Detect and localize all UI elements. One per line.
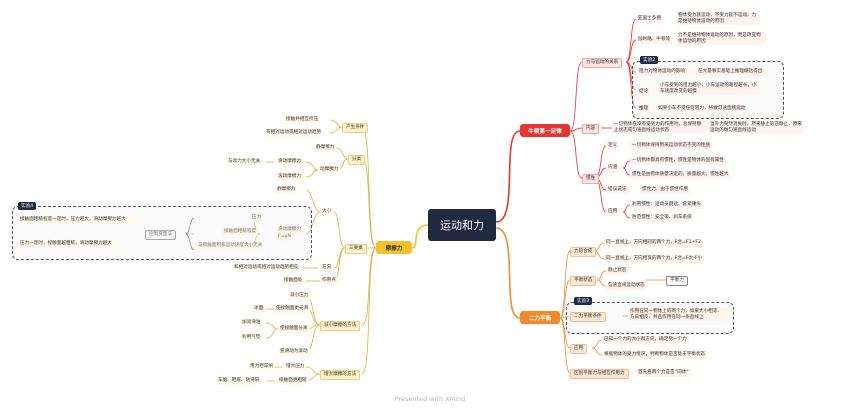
topic-aristotle[interactable]: 亚里士多德 (636, 15, 663, 23)
topic-reduce-smooth-example[interactable]: 冰面 (252, 305, 266, 313)
topic-size-roughness[interactable]: 接触面粗糙程度 (222, 228, 259, 236)
branch-friction[interactable]: 摩擦力 (376, 241, 412, 254)
topic-inertia[interactable]: 惯性 (582, 174, 600, 184)
topic-experiment-4-conclusion-2[interactable]: 压力一定时，接触面越粗糙，滑动摩擦力越大 (18, 240, 114, 248)
topic-balance-application[interactable]: 应用 (570, 344, 588, 354)
topic-inertia-use-1[interactable]: 利用惯性：运动员跳远、套紧锤头 (630, 201, 703, 209)
topic-force-composition[interactable]: 力的合成 (570, 247, 597, 257)
topic-application-1[interactable]: 已知一个力的大小和方向，确定另一个力 (602, 336, 689, 344)
topic-static-friction[interactable]: 静摩擦力 (314, 144, 337, 152)
topic-inertia-nature-2[interactable]: 惯性是由物体质量决定的，质量越大，惯性越大 (630, 171, 731, 179)
topic-balance-vs-interaction-detail[interactable]: 首先看两个力是否“同体” (636, 369, 691, 377)
topic-reduce-lubricant[interactable]: 加润滑油 (240, 319, 263, 327)
topic-balance-vs-interaction[interactable]: 区别平衡力与相互作用力 (570, 369, 629, 379)
topic-composition-opposite-dir[interactable]: 同一直线上，方向相反的两个力，F合=F大-F小 (604, 255, 705, 263)
topic-size-static[interactable]: 静摩擦力 (275, 186, 298, 194)
topic-inertia-nature[interactable]: 内涵 (606, 164, 620, 172)
experiment-4-tag: 实验4 (18, 202, 37, 210)
topic-resistance-effect[interactable]: 阻力对物体运动的影响 (637, 68, 687, 76)
experiment-2-tag: 实验2 (640, 56, 659, 64)
topic-point-detail[interactable]: 接触面处 (282, 277, 305, 285)
root-topic[interactable]: 运动和力 (428, 209, 496, 241)
topic-resistance-method[interactable]: 在大量事实基础上推理概括得出 (696, 68, 765, 76)
topic-inertia-use[interactable]: 应用 (606, 208, 620, 216)
topic-size-formula[interactable]: F=μN (276, 233, 293, 241)
topic-state-uniform-motion[interactable]: 匀速直线运动状态 (606, 282, 647, 290)
topic-application-2[interactable]: 根据物体的受力情况，判断物体是否处于平衡状态 (602, 351, 708, 359)
topic-inference-detail[interactable]: 如果小车不受任何阻力，将做匀速直线运动 (656, 105, 748, 113)
topic-reduce-smooth[interactable]: 使接触面更光滑 (274, 305, 311, 313)
topic-rolling-friction[interactable]: 滚动摩擦力 (276, 173, 303, 181)
topic-direction-detail[interactable]: 和相对运动或相对运动趋势相反 (232, 264, 301, 272)
topic-composition-same-dir[interactable]: 同一直线上，方向相同的两个力，F合=F1+F2 (604, 239, 703, 247)
topic-content[interactable]: 内容 (582, 124, 600, 134)
topic-experiment-4-conclusion-1[interactable]: 接触面粗糙程度一定时，压力越大，滑动摩擦力越大 (18, 216, 140, 224)
topic-sliding-friction[interactable]: 滑动摩擦力 (276, 158, 303, 166)
topic-galileo-newton[interactable]: 伽利略、牛顿等 (636, 36, 673, 44)
xmind-footer: Presented with XMind (394, 395, 466, 403)
topic-galileo-view[interactable]: 力不是维持物体运动的原因，而是改变物体运动的原因 (676, 32, 766, 46)
topic-three-elements[interactable]: 三要素 (345, 244, 367, 254)
topic-increase-rough-example[interactable]: 车胎、鞋底、防滑链 (216, 377, 262, 385)
branch-newton-first-law[interactable]: 牛顿第一定律 (520, 124, 570, 137)
topic-conclusion-detail[interactable]: 小车受到的阻力越小，小车运动的路程越长，小车速度改变的越慢 (658, 82, 760, 96)
topic-reduce-friction[interactable]: 减小摩擦的方法 (320, 321, 361, 331)
topic-reduce-rolling[interactable]: 变滑动为滚动 (278, 348, 310, 356)
topic-increase-pressure-example[interactable]: 用力捏车闸 (248, 363, 275, 371)
topic-balance-condition[interactable]: 二力平衡条件 (570, 312, 606, 322)
topic-content-law[interactable]: 一切物体在没有受到力的作用时，总保持静止状态或匀速直线运动状态 (612, 121, 706, 135)
topic-aristotle-view[interactable]: 物体受力就运动，不受力就不运动，力是维持物体运动的原因 (676, 12, 760, 26)
topic-increase-pressure[interactable]: 增大压力 (284, 363, 307, 371)
topic-inertia-definition-detail[interactable]: 一切物体保持原来运动状态不变的性质 (630, 142, 713, 150)
topic-inertia-wrong-detail[interactable]: 惯性力、由于惯性作用 (640, 186, 690, 194)
topic-balance-condition-detail[interactable]: 作用在同一物体上的两个力，如果大小相等、方向相反，并且作用在同一条直线上 (628, 308, 728, 322)
topic-inertia-nature-1[interactable]: 一切物体都具有惯性，惯性是物体的固有属性 (630, 157, 726, 165)
topic-increase-rough[interactable]: 接触面更粗糙 (277, 377, 309, 385)
topic-inertia-definition[interactable]: 定义 (606, 142, 620, 150)
topic-condition-relative-motion[interactable]: 有相对运动或相对运动趋势 (264, 129, 324, 137)
experiment-4-box (12, 206, 312, 260)
topic-reduce-separate[interactable]: 使接触面分离 (278, 325, 310, 333)
topic-content-note[interactable]: 当外力突然消失时，原来静止的还静止，原来运动的做匀速直线运动 (708, 121, 804, 135)
topic-reduce-air-cushion[interactable]: 利用气垫 (240, 334, 263, 342)
topic-friction-kinds[interactable]: 分类 (348, 155, 366, 165)
topic-inference[interactable]: 推理 (637, 105, 651, 113)
topic-size-independent[interactable]: 与接触面积和运动速度大小无关 (196, 242, 265, 250)
topic-equilibrium-state[interactable]: 平衡状态 (570, 276, 597, 286)
topic-condition-contact[interactable]: 接触并相互挤压 (284, 116, 321, 124)
topic-state-rest[interactable]: 静止状态 (606, 267, 629, 275)
topic-control-variables[interactable]: 控制变量法 (145, 230, 176, 240)
branch-two-force-balance[interactable]: 二力平衡 (520, 311, 560, 324)
topic-friction-size[interactable]: 大小 (320, 208, 334, 216)
topic-friction-condition[interactable]: 产生条件 (342, 123, 369, 133)
topic-force-motion-relation[interactable]: 力与运动的关系 (582, 58, 623, 68)
topic-friction-direction[interactable]: 方向 (320, 264, 334, 272)
topic-size-pressure[interactable]: 压力 (250, 214, 264, 222)
topic-conclusion[interactable]: 结论 (637, 88, 651, 96)
topic-size-sliding[interactable]: 滑动摩擦力 (276, 226, 303, 234)
topic-reduce-pressure[interactable]: 减小压力 (288, 292, 311, 300)
topic-inertia-use-2[interactable]: 防范惯性：安全带、刹车系统 (630, 214, 694, 222)
topic-sliding-note[interactable]: 与动力大小无关 (226, 158, 263, 166)
topic-kinetic-friction[interactable]: 动摩擦力 (318, 166, 341, 174)
topic-balanced-force[interactable]: 平衡力 (666, 276, 688, 286)
topic-friction-point[interactable]: 作用点 (320, 277, 338, 285)
topic-increase-friction[interactable]: 增大摩擦的方法 (320, 370, 361, 380)
topic-inertia-wrong[interactable]: 错误说法 (606, 186, 629, 194)
experiment-3-tag: 实验3 (574, 297, 593, 305)
